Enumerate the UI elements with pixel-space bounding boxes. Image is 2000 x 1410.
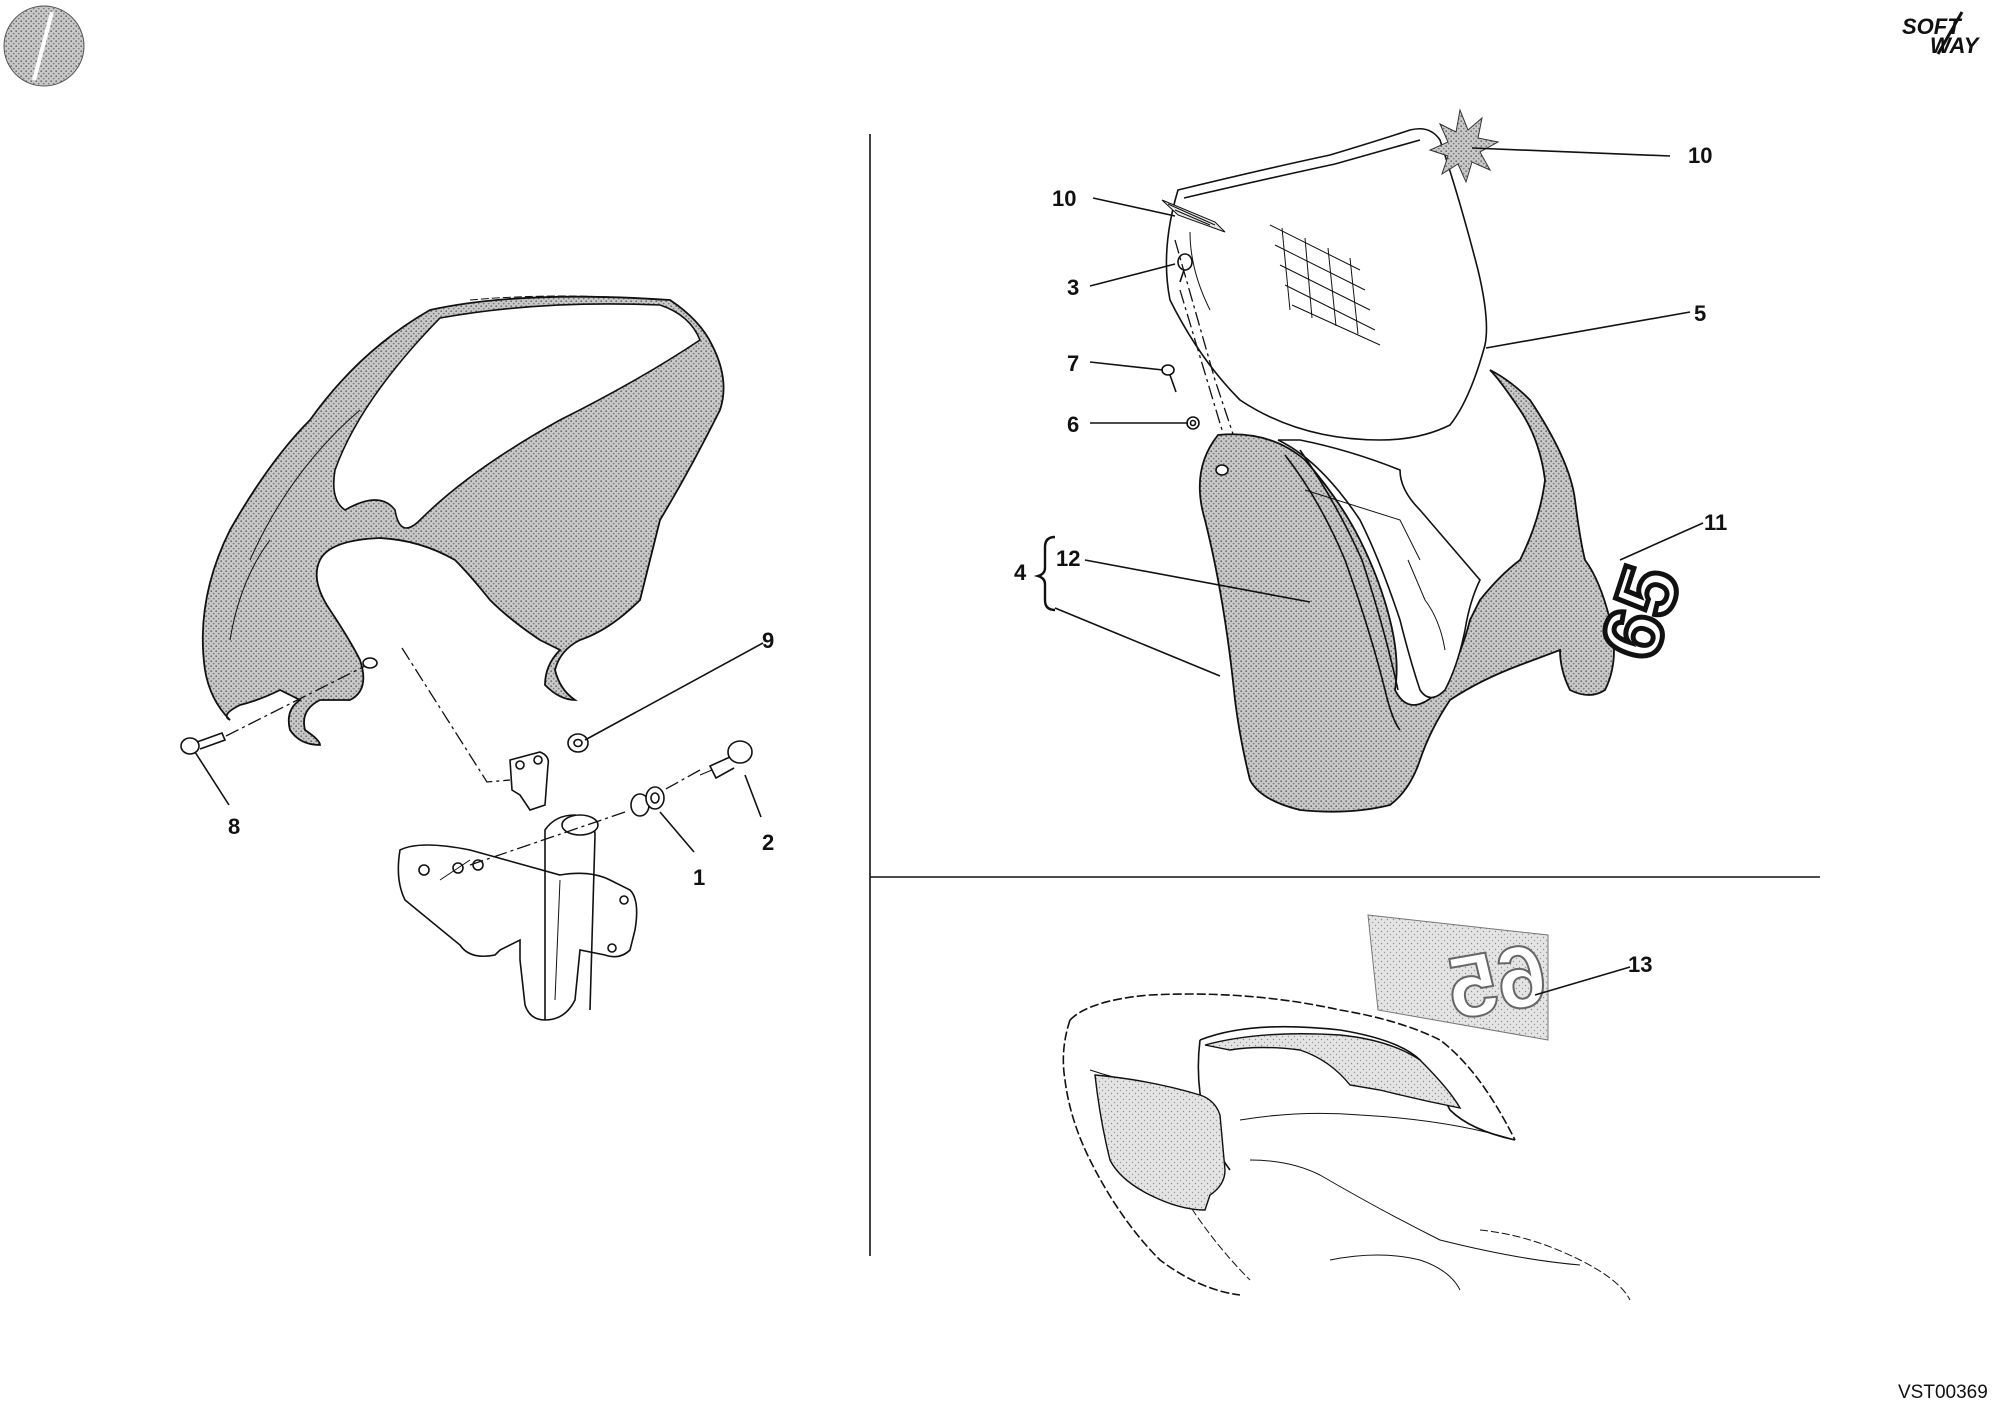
callout-10-right: 10 bbox=[1688, 143, 1712, 168]
tail-section-outline bbox=[1062, 993, 1516, 1296]
softway-logo-text-top: SOFT bbox=[1902, 14, 1962, 39]
headlight-fairing-shell bbox=[201, 295, 725, 746]
softway-logo-text-bottom: WAY bbox=[1930, 33, 1981, 58]
quick-release-screw-2 bbox=[699, 740, 753, 780]
drawing-code: VST00369 bbox=[1898, 1382, 1988, 1403]
callout-6: 6 bbox=[1067, 412, 1079, 437]
callout-2: 2 bbox=[762, 830, 774, 855]
screw-7 bbox=[1161, 364, 1177, 393]
callouts: 8 9 1 2 10 10 3 5 7 6 11 4 12 13 bbox=[228, 143, 1727, 977]
right-top-panel-windscreen-assembly: 65 bbox=[1161, 108, 1701, 813]
washer-9 bbox=[567, 733, 589, 753]
tail-side-panel bbox=[1094, 1074, 1226, 1211]
windscreen-grid-marking bbox=[1269, 224, 1381, 346]
callout-12: 12 bbox=[1056, 546, 1080, 571]
left-panel-fairing-assembly bbox=[180, 295, 753, 1021]
callout-8: 8 bbox=[228, 814, 240, 839]
softway-logo-icon: SOFT WAY bbox=[1902, 11, 1992, 58]
fairing-windshield-opening bbox=[332, 303, 701, 529]
race-number-sticker-13: 65 bbox=[1367, 914, 1555, 1041]
fairing-mount-bracket bbox=[397, 751, 638, 1021]
fairing-mount-hole bbox=[362, 657, 378, 669]
race-number-65-mirrored: 65 bbox=[1440, 924, 1554, 1038]
callout-4-brace bbox=[1033, 535, 1056, 612]
callout-5: 5 bbox=[1694, 301, 1706, 326]
spacer-set-1 bbox=[630, 786, 665, 817]
windscreen-5 bbox=[1165, 127, 1488, 441]
callout-9: 9 bbox=[762, 628, 774, 653]
callout-3: 3 bbox=[1067, 275, 1079, 300]
washer-6 bbox=[1186, 416, 1200, 430]
callout-7: 7 bbox=[1067, 351, 1079, 376]
sticker-10-right-starburst bbox=[1428, 108, 1500, 184]
callout-1: 1 bbox=[693, 865, 705, 890]
callout-4: 4 bbox=[1014, 560, 1027, 585]
callout-10-left: 10 bbox=[1052, 186, 1076, 211]
right-bottom-panel-tail-assembly: 65 bbox=[1062, 914, 1631, 1301]
ducati-corner-disc-icon bbox=[3, 5, 85, 87]
leader-lines bbox=[194, 147, 1704, 996]
callout-11: 11 bbox=[1704, 510, 1727, 535]
bolt-8 bbox=[180, 731, 227, 755]
tail-top-panel bbox=[1204, 1033, 1462, 1109]
callout-13: 13 bbox=[1628, 952, 1652, 977]
fairing-inner-panel bbox=[1277, 439, 1481, 699]
sticker-10-left bbox=[1161, 199, 1226, 233]
screw-3 bbox=[1177, 253, 1193, 283]
